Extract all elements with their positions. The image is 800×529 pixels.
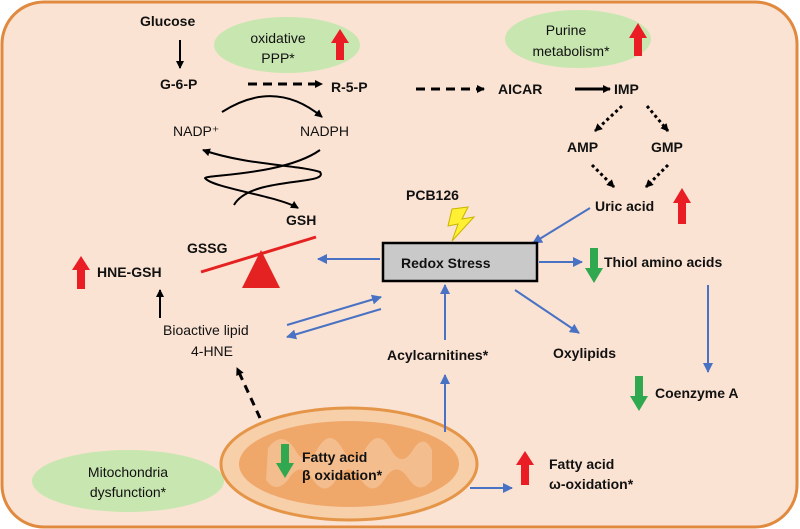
gssg-to-nadp-arrow [202, 148, 322, 206]
redox-stress-box [381, 241, 539, 283]
oxylipids-label: Oxylipids [553, 345, 616, 361]
gmp-label: GMP [651, 139, 683, 155]
lightning-bolt-icon [447, 206, 476, 242]
omega-label-line2: ω-oxidation* [549, 476, 634, 492]
ppp-up-arrow-icon [331, 29, 349, 60]
nadp-to-nadph-arrow [221, 95, 323, 118]
nadp-label: NADP⁺ [173, 123, 219, 139]
purine-label-line1: Purine [546, 22, 587, 38]
r5p-label: R-5-P [331, 79, 368, 95]
mito-dysfunction-label-line2: dysfunction* [90, 484, 167, 500]
omega-label-line1: Fatty acid [549, 456, 614, 472]
ppp-bubble [214, 17, 360, 73]
thiol-down-arrow-icon [585, 248, 603, 283]
glucose-label: Glucose [140, 13, 195, 29]
nadph-label: NADPH [300, 123, 349, 139]
mito-to-bioactive-arrow [235, 367, 262, 419]
imp-to-amp-arrow [593, 104, 624, 133]
bioactive-label-line2: 4-HNE [191, 343, 233, 359]
gmp-to-uric-arrow [644, 163, 670, 189]
acylcarnitines-label: Acylcarnitines* [387, 347, 489, 363]
mitochondrion-icon [219, 406, 479, 522]
pcb126-label: PCB126 [406, 187, 459, 203]
imp-label: IMP [614, 81, 639, 97]
ppp-label-line2: PPP* [261, 50, 295, 66]
hnegsh-up-arrow-icon [72, 256, 90, 289]
ppp-label-line1: oxidative [250, 30, 305, 46]
fao-label-line1: Fatty acid [302, 449, 367, 465]
bioactive-label-line1: Bioactive lipid [163, 322, 249, 338]
mito-dysfunction-label-line1: Mitochondria [88, 464, 168, 480]
omega-up-arrow-icon [516, 451, 534, 485]
purine-label-line2: metabolism* [532, 43, 610, 59]
thiol-label: Thiol amino acids [604, 254, 722, 270]
amp-label: AMP [567, 139, 598, 155]
coa-down-arrow-icon [630, 376, 648, 411]
bioactive-to-redox-arrow [286, 294, 382, 326]
gsh-label: GSH [286, 212, 316, 228]
purine-up-arrow-icon [629, 23, 647, 56]
uric-to-redox-arrow [532, 207, 591, 244]
fao-down-arrow-icon [276, 444, 294, 478]
redox-to-oxylipids-arrow [514, 289, 580, 334]
balance-scale-icon [200, 235, 317, 288]
g6p-label: G-6-P [160, 76, 197, 92]
aicar-label: AICAR [498, 81, 542, 97]
hne-gsh-label: HNE-GSH [97, 264, 162, 280]
uric-up-arrow-icon [673, 188, 691, 224]
purine-bubble [505, 10, 651, 68]
coenzyme-a-label: Coenzyme A [655, 385, 739, 401]
fao-label-line2: β oxidation* [302, 467, 383, 483]
amp-to-uric-arrow [590, 163, 616, 189]
gssg-label: GSSG [187, 240, 228, 256]
uric-acid-label: Uric acid [595, 198, 654, 214]
redox-to-bioactive-arrow [286, 308, 382, 340]
mito-dysfunction-bubble [32, 450, 224, 512]
redox-stress-label: Redox Stress [401, 255, 491, 271]
